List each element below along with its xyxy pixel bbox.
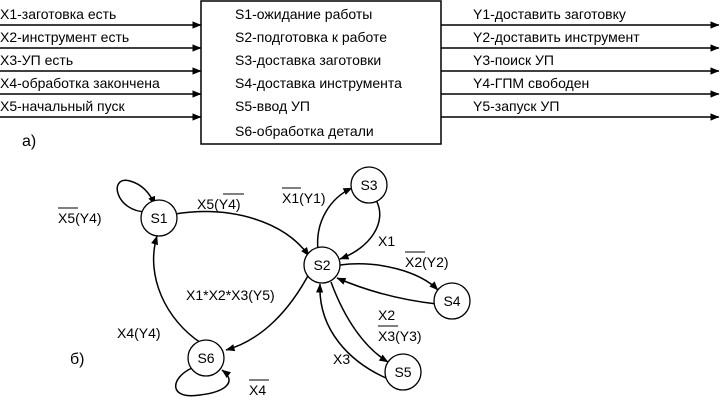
- state-label-s2: S2-подготовка к работе: [235, 29, 387, 45]
- label-s6-self: X4: [249, 382, 266, 398]
- state-label-s4: S4-доставка инструмента: [235, 75, 402, 91]
- edge-s4-s2: [336, 277, 438, 305]
- label-s2-s6: X1*X2*X3(Y5): [186, 287, 275, 303]
- label-s3-s2: X1: [378, 233, 395, 249]
- state-label-s5: S5-ввод УП: [235, 98, 310, 114]
- node-s3: S3: [350, 166, 388, 204]
- node-s1-label: S1: [150, 210, 167, 226]
- input-label-x2: X2-инструмент есть: [0, 29, 129, 45]
- edge-s2-s5: [330, 281, 389, 363]
- label-s6-s1: X4(Y4): [117, 325, 161, 341]
- state-label-s3: S3-доставка заготовки: [235, 52, 381, 68]
- label-s6-self-neg: X4: [249, 382, 266, 398]
- caption-b: б): [70, 351, 85, 368]
- output-label-y4: Y4-ГПМ свободен: [473, 75, 589, 91]
- output-label-y2: Y2-доставить инструмент: [473, 29, 640, 45]
- node-s6-label: S6: [197, 350, 214, 366]
- label-s1-self-rest: (Y4): [75, 210, 101, 226]
- edge-labels: X5(Y4) X5(Y4) X1(Y1) X1 X2(Y2) X2 X3(Y3)…: [58, 187, 449, 398]
- edge-s1-s2: [174, 210, 310, 257]
- label-s2-s4-rest: (Y2): [422, 254, 448, 270]
- label-s1-s2-neg: Y4: [219, 196, 236, 212]
- label-s2-s3: X1(Y1): [282, 190, 326, 206]
- node-s2-label: S2: [313, 257, 330, 273]
- input-label-x5: X5-начальный пуск: [0, 98, 125, 114]
- state-block: [200, 0, 442, 145]
- edge-s6-self: [175, 367, 231, 397]
- output-arrows: [441, 21, 720, 121]
- node-s6: S6: [187, 339, 225, 377]
- label-s1-s2-post: ): [236, 196, 241, 212]
- label-s1-self-neg: X5: [58, 210, 75, 226]
- label-s2-s4: X2(Y2): [405, 254, 449, 270]
- edge-s1-self: [116, 179, 156, 213]
- label-s2-s4-neg: X2: [405, 254, 422, 270]
- edge-s2-s3: [316, 187, 353, 251]
- label-s2-s3-neg: X1: [282, 190, 299, 206]
- node-s1: S1: [140, 199, 178, 237]
- label-s2-s5-rest: (Y3): [395, 328, 421, 344]
- state-label-s1: S1-ожидание работы: [235, 6, 372, 22]
- label-s2-s3-rest: (Y1): [299, 190, 325, 206]
- label-s1-s2-pre: X5(: [197, 196, 219, 212]
- node-s5-label: S5: [394, 364, 411, 380]
- edge-s3-s2: [339, 199, 381, 260]
- output-label-y5: Y5-запуск УП: [473, 98, 559, 114]
- label-s2-s5-neg: X3: [378, 328, 395, 344]
- state-edges: [116, 179, 439, 397]
- output-label-y3: Y3-поиск УП: [473, 52, 554, 68]
- node-s2: S2: [303, 246, 341, 284]
- caption-a: а): [22, 133, 36, 150]
- edge-s2-s4: [339, 263, 439, 291]
- input-label-x3: X3-УП есть: [0, 52, 73, 68]
- edge-s6-s1: [151, 235, 202, 344]
- label-s1-self: X5(Y4): [58, 210, 102, 226]
- state-label-s6: S6-обработка детали: [235, 123, 374, 139]
- label-s5-s2: X3: [333, 351, 350, 367]
- edge-s5-s2: [316, 283, 387, 379]
- input-arrows: [0, 21, 202, 121]
- node-s5: S5: [384, 353, 422, 391]
- input-label-x4: X4-обработка закончена: [0, 75, 160, 91]
- node-s4: S4: [433, 282, 471, 320]
- label-s2-s5: X3(Y3): [378, 328, 422, 344]
- node-s4-label: S4: [443, 293, 460, 309]
- node-s3-label: S3: [360, 177, 377, 193]
- input-label-x1: X1-заготовка есть: [0, 6, 116, 22]
- label-s4-s2: X2: [378, 307, 395, 323]
- output-label-y1: Y1-доставить заготовку: [473, 6, 626, 22]
- edge-s2-s6: [225, 271, 311, 352]
- state-nodes: S1 S2 S3 S4 S5 S6: [140, 166, 471, 391]
- label-s1-s2: X5(Y4): [197, 196, 241, 212]
